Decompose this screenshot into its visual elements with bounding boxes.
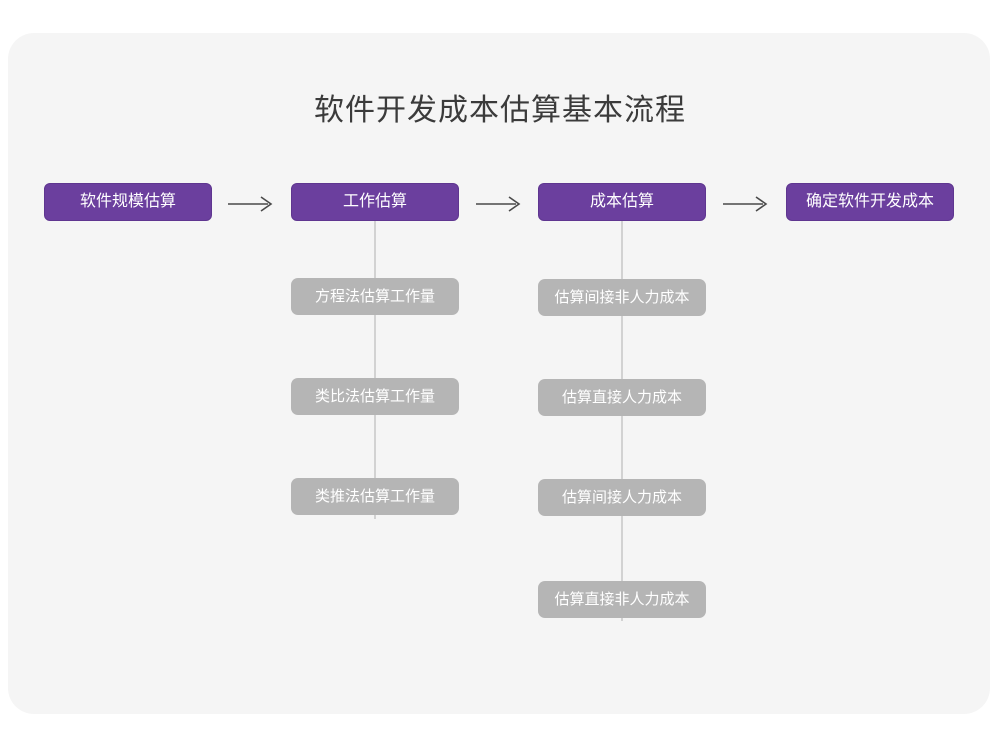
stage-node-work-estimation[interactable]: 工作估算 xyxy=(291,183,459,221)
connector-line-stage-3 xyxy=(621,219,623,621)
substep-node-analogy-method-effort[interactable]: 类比法估算工作量 xyxy=(291,378,459,415)
connector-line-stage-2 xyxy=(374,219,376,519)
substep-node-extrapolation-method-effort[interactable]: 类推法估算工作量 xyxy=(291,478,459,515)
substep-node-equation-method-effort[interactable]: 方程法估算工作量 xyxy=(291,278,459,315)
right-arrow-icon xyxy=(476,194,522,214)
substep-node-indirect-nonlabor-cost[interactable]: 估算间接非人力成本 xyxy=(538,279,706,316)
substep-node-label: 类推法估算工作量 xyxy=(314,488,435,505)
right-arrow-icon xyxy=(228,194,274,214)
substep-node-label: 估算间接人力成本 xyxy=(561,489,682,506)
substep-node-label: 方程法估算工作量 xyxy=(314,288,435,305)
substep-node-direct-labor-cost[interactable]: 估算直接人力成本 xyxy=(538,379,706,416)
substep-node-label: 估算直接非人力成本 xyxy=(554,591,690,608)
right-arrow-icon xyxy=(723,194,769,214)
stage-node-cost-estimation[interactable]: 成本估算 xyxy=(538,183,706,221)
substep-node-indirect-labor-cost[interactable]: 估算间接人力成本 xyxy=(538,479,706,516)
diagram-card xyxy=(8,33,990,714)
page-title: 软件开发成本估算基本流程 xyxy=(314,94,686,127)
substep-node-direct-nonlabor-cost[interactable]: 估算直接非人力成本 xyxy=(538,581,706,618)
substep-node-label: 类比法估算工作量 xyxy=(314,388,435,405)
stage-node-label: 成本估算 xyxy=(589,193,654,210)
substep-node-label: 估算间接非人力成本 xyxy=(554,289,690,306)
stage-node-label: 确定软件开发成本 xyxy=(805,193,934,210)
stage-node-software-scale-estimation[interactable]: 软件规模估算 xyxy=(44,183,212,221)
stage-node-label: 软件规模估算 xyxy=(79,193,176,210)
stage-node-determine-development-cost[interactable]: 确定软件开发成本 xyxy=(786,183,954,221)
stage-node-label: 工作估算 xyxy=(342,193,407,210)
substep-node-label: 估算直接人力成本 xyxy=(561,389,682,406)
